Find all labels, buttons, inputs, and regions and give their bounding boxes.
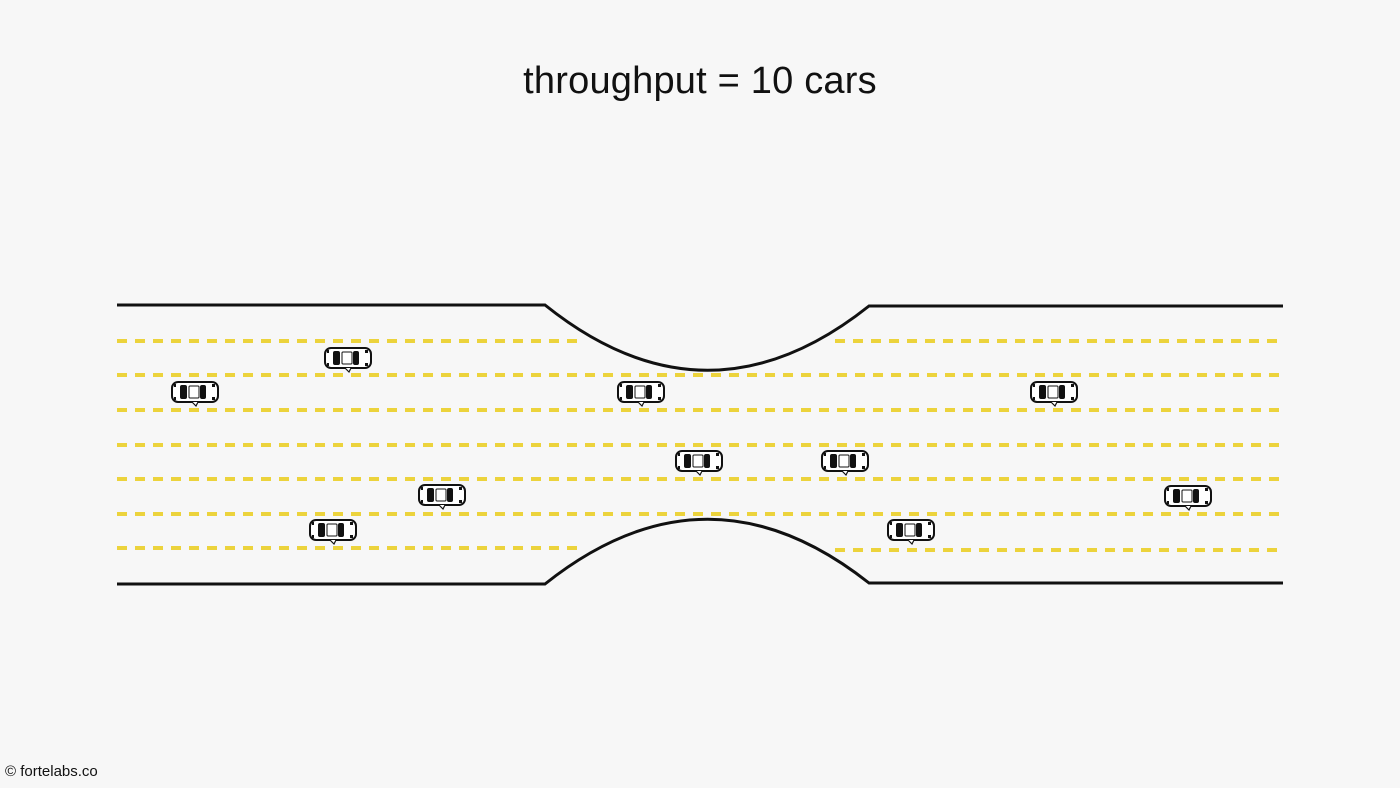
car-icon [1164,485,1212,511]
road-edge-top [117,303,1283,372]
car-icon [617,381,665,407]
car-icon [324,347,372,373]
diagram-title: throughput = 10 cars [523,60,877,102]
road-edge-bottom [117,517,1283,586]
car-icon [171,381,219,407]
car-icon [1030,381,1078,407]
car-icon [887,519,935,545]
car-icon [821,450,869,476]
lane-markings-left [117,339,580,550]
car-icon [418,484,466,510]
car-icon [309,519,357,545]
lane-markings-right [835,339,1283,552]
car-icon [675,450,723,476]
copyright-credit: © fortelabs.co [5,763,98,780]
lane-markings-through [117,373,1283,516]
